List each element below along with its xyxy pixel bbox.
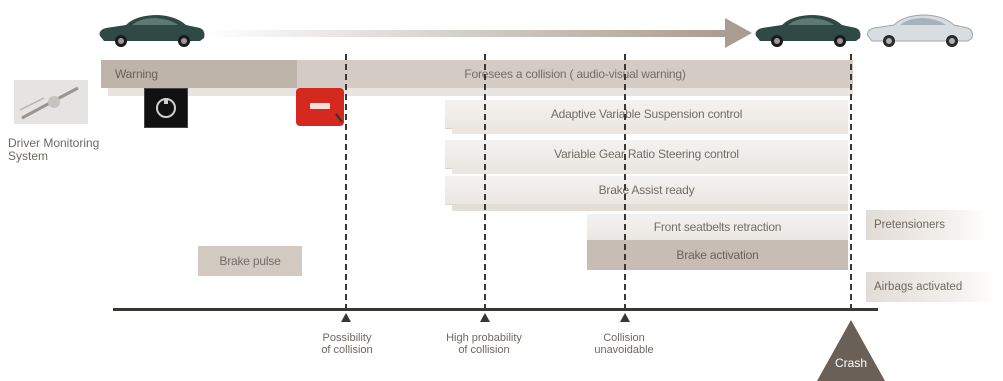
variable-gear-ratio-steering-bar: Variable Gear Ratio Steering control xyxy=(445,140,848,169)
pretensioners-box: Pretensioners xyxy=(866,210,986,240)
brake-assist-bar-shadow xyxy=(452,204,848,211)
vgrs-bar-shadow xyxy=(452,168,848,174)
silver-car-icon xyxy=(867,14,973,47)
crash-label: Crash xyxy=(834,356,867,370)
brake-pulse-bar: Brake pulse xyxy=(198,246,302,276)
brake-assist-ready-bar: Brake Assist ready xyxy=(445,176,848,205)
brake-activation-bar: Brake activation xyxy=(587,240,848,270)
dashboard-warning-lamp-icon xyxy=(144,88,188,128)
milestone-line-possibility xyxy=(345,54,347,310)
foresees-collision-bar: Foresees a collision ( audio-visual warn… xyxy=(297,60,853,88)
milestone-label-possibility: Possibility of collision xyxy=(321,332,373,356)
milestone-label-unavoidable: Collision unavoidable xyxy=(594,332,654,356)
milestone-line-crash xyxy=(850,54,852,310)
tick-possibility xyxy=(341,313,351,322)
front-seatbelts-retraction-bar: Front seatbelts retraction xyxy=(587,214,848,241)
avs-bar-shadow xyxy=(452,128,848,134)
crash-triangle xyxy=(817,320,885,381)
warning-bar: Warning xyxy=(101,60,297,88)
driver-monitoring-camera-icon xyxy=(14,80,88,124)
milestone-line-high-probability xyxy=(484,54,486,310)
milestone-label-high-probability: High probability of collision xyxy=(446,332,522,356)
brake-warning-lamp-icon xyxy=(296,88,344,126)
adaptive-variable-suspension-bar: Adaptive Variable Suspension control xyxy=(445,100,848,129)
driver-monitoring-label: Driver Monitoring System xyxy=(8,136,100,163)
milestone-line-unavoidable xyxy=(624,54,626,310)
warning-bar-shadow xyxy=(108,88,853,96)
dark-car-left-icon xyxy=(99,15,205,47)
airbags-activated-box: Airbags activated xyxy=(866,272,996,302)
timeline-baseline xyxy=(113,308,878,311)
tick-unavoidable xyxy=(620,313,630,322)
timeline-arrow xyxy=(205,18,752,48)
tick-high-probability xyxy=(480,313,490,322)
dark-car-right-icon xyxy=(755,15,861,47)
